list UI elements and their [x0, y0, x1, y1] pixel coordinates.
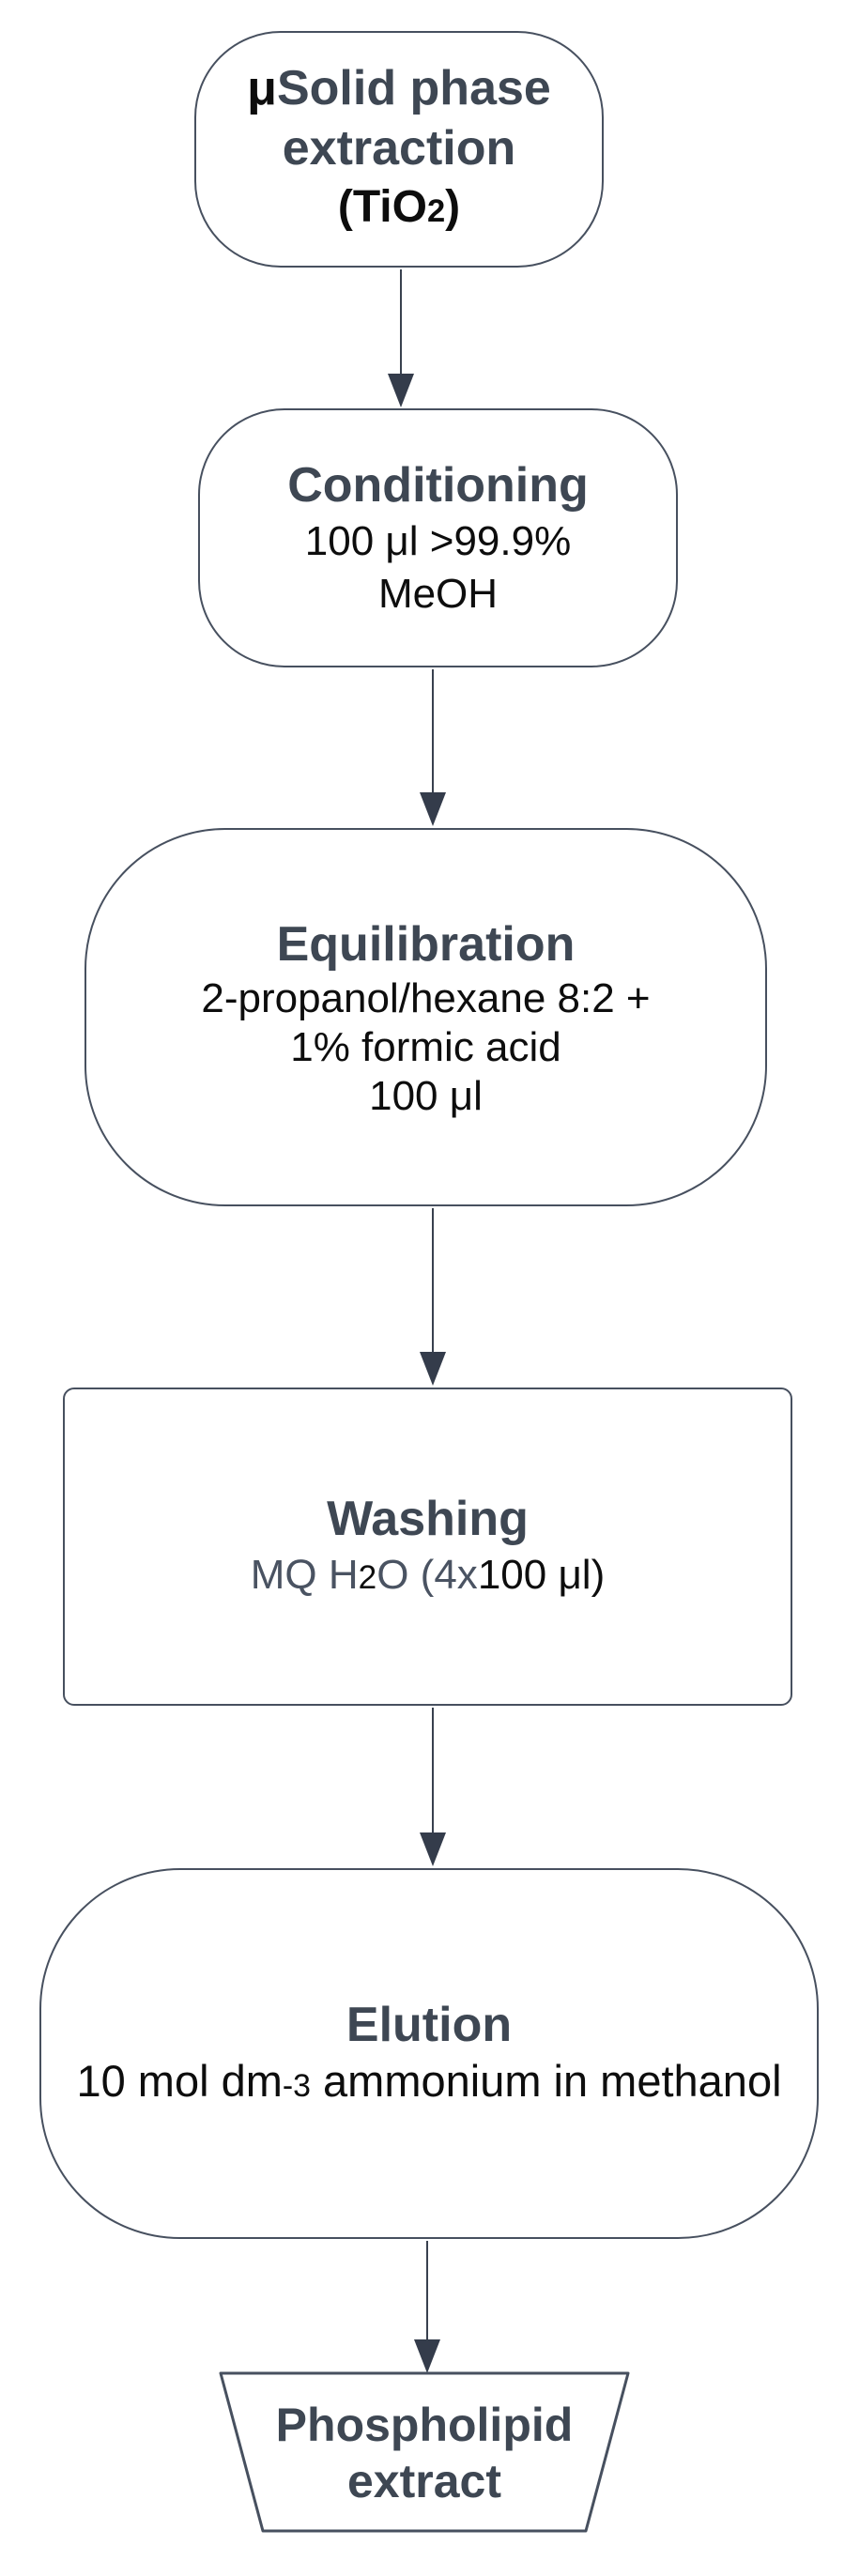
formula-text: )	[445, 182, 461, 232]
node-title-line: extract	[347, 2455, 501, 2507]
title-text: Solid phase	[276, 61, 551, 115]
node-title: Conditioning	[287, 458, 589, 513]
node-title: Elution	[346, 1998, 513, 2052]
node-conditioning: Conditioning 100 μl >99.9% MeOH	[198, 408, 678, 667]
node-washing: Washing MQ H2O (4x100 μl)	[63, 1388, 792, 1706]
node-solid-phase-extraction: μSolid phase extraction (TiO2)	[194, 31, 604, 268]
arrow-line	[426, 2241, 428, 2339]
arrow-head-icon	[420, 792, 446, 826]
body-text: 10 mol dm	[76, 2056, 283, 2106]
formula-text: (TiO	[337, 182, 427, 232]
node-body-line: MeOH	[377, 571, 499, 617]
title-mu-prefix: μ	[247, 61, 277, 115]
node-body-line: 1% formic acid	[290, 1023, 561, 1070]
node-body-line: 2-propanol/hexane 8:2 +	[201, 974, 651, 1021]
node-title: Washing	[327, 1492, 529, 1546]
flow-arrow-3	[419, 1208, 447, 1386]
trap-text-block: Phospholipid extract	[212, 2369, 637, 2537]
node-title-line: extraction	[282, 121, 516, 176]
arrow-line	[432, 1208, 434, 1352]
body-superscript: -3	[282, 2068, 311, 2104]
arrow-head-icon	[420, 1832, 446, 1866]
flow-arrow-1	[387, 269, 415, 407]
node-title-line: Phospholipid	[275, 2399, 574, 2451]
body-text: 100 μl)	[477, 1552, 606, 1598]
arrow-line	[432, 1708, 434, 1832]
flow-arrow-5	[413, 2241, 441, 2373]
body-text: ammonium in methanol	[310, 2056, 782, 2106]
trapezoid-shape	[219, 2371, 630, 2533]
formula-subscript: 2	[426, 193, 446, 229]
node-equilibration: Equilibration 2-propanol/hexane 8:2 + 1%…	[84, 828, 767, 1206]
body-text: O (4x	[376, 1552, 478, 1598]
node-title-line: μSolid phase	[247, 58, 551, 118]
flow-arrow-4	[419, 1708, 447, 1866]
arrow-line	[432, 669, 434, 792]
node-phospholipid-extract: Phospholipid extract	[212, 2369, 637, 2537]
arrow-head-icon	[414, 2339, 440, 2373]
arrow-head-icon	[388, 374, 414, 407]
node-body-line: 100 μl	[369, 1072, 483, 1119]
node-body-line: 100 μl >99.9%	[304, 518, 572, 564]
body-subscript: 2	[358, 1559, 377, 1596]
arrow-head-icon	[420, 1352, 446, 1386]
node-body-line: MQ H2O (4x100 μl)	[251, 1549, 605, 1604]
node-title: Equilibration	[276, 916, 576, 972]
body-text: MQ H	[250, 1552, 359, 1598]
arrow-line	[400, 269, 402, 374]
node-formula: (TiO2)	[338, 178, 460, 240]
node-body-line: 10 mol dm-3 ammonium in methanol	[76, 2055, 781, 2112]
node-elution: Elution 10 mol dm-3 ammonium in methanol	[39, 1868, 819, 2239]
flow-arrow-2	[419, 669, 447, 826]
